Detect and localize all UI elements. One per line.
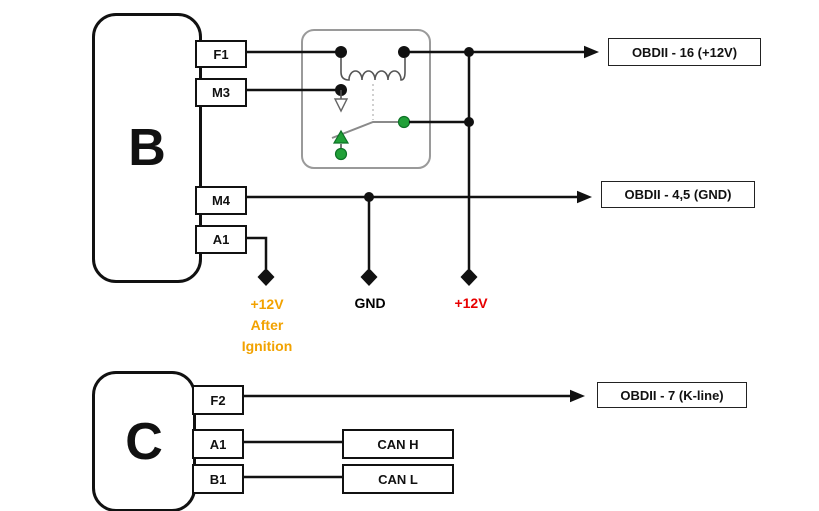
pin-box-b-a1: A1 bbox=[195, 225, 247, 254]
pin-box-c-a1: A1 bbox=[192, 429, 244, 459]
wire-a1-after-ignition bbox=[243, 236, 268, 269]
pin-box-c-b1: B1 bbox=[192, 464, 244, 494]
after-ignition-line3: Ignition bbox=[241, 338, 293, 354]
pin-box-c-f2: F2 bbox=[192, 385, 244, 415]
pin-box-b-m4: M4 bbox=[195, 186, 247, 215]
after-ignition-label: +12V After Ignition bbox=[216, 294, 318, 357]
obd45-label: OBDII - 4,5 (GND) bbox=[624, 187, 732, 202]
battery-diamond bbox=[460, 268, 478, 286]
obd7-box: OBDII - 7 (K-line) bbox=[597, 382, 747, 408]
obd45-box: OBDII - 4,5 (GND) bbox=[601, 181, 755, 208]
relay-coil-terminal-left-dot bbox=[335, 46, 347, 58]
relay-output-contact-dot bbox=[397, 115, 411, 129]
pin-box-b-f1: F1 bbox=[195, 40, 247, 68]
arrowhead-obd7 bbox=[570, 389, 585, 403]
can-l-label: CAN L bbox=[378, 471, 418, 487]
battery-label: +12V bbox=[454, 295, 488, 311]
can-l-box: CAN L bbox=[342, 464, 454, 494]
relay-box bbox=[301, 29, 431, 169]
pin-b-a1-label: A1 bbox=[212, 232, 230, 247]
connector-c-label: C bbox=[125, 412, 163, 471]
obd7-label: OBDII - 7 (K-line) bbox=[620, 387, 724, 403]
obd16-box: OBDII - 16 (+12V) bbox=[608, 38, 761, 66]
pin-c-f2-label: F2 bbox=[210, 392, 226, 408]
arrowhead-obd16 bbox=[584, 45, 599, 59]
after-ignition-line2: After bbox=[250, 317, 284, 333]
connector-b: B bbox=[92, 13, 202, 283]
relay-switch-blade bbox=[331, 121, 399, 139]
can-h-label: CAN H bbox=[377, 436, 419, 452]
relay-coil bbox=[340, 58, 406, 81]
arrowhead-obd45 bbox=[577, 190, 592, 204]
pin-box-b-m3: M3 bbox=[195, 78, 247, 107]
relay-moving-contact-arrow bbox=[333, 98, 349, 113]
pin-b-m3-label: M3 bbox=[211, 85, 231, 100]
obd16-label: OBDII - 16 (+12V) bbox=[631, 44, 738, 60]
pin-c-a1-label: A1 bbox=[209, 436, 227, 452]
after-ignition-diamond bbox=[257, 268, 275, 286]
connector-b-label: B bbox=[128, 119, 166, 177]
connector-c: C bbox=[92, 371, 196, 511]
relay-contact-up-triangle bbox=[332, 129, 350, 144]
ground-diamond bbox=[360, 268, 378, 286]
pin-c-b1-label: B1 bbox=[209, 471, 227, 487]
can-h-box: CAN H bbox=[342, 429, 454, 459]
relay-contact-lower-dot bbox=[334, 147, 348, 161]
pin-b-f1-label: F1 bbox=[213, 46, 229, 62]
pin-b-m4-label: M4 bbox=[211, 193, 231, 208]
after-ignition-line1: +12V bbox=[250, 296, 284, 312]
ground-label: GND bbox=[354, 295, 386, 311]
